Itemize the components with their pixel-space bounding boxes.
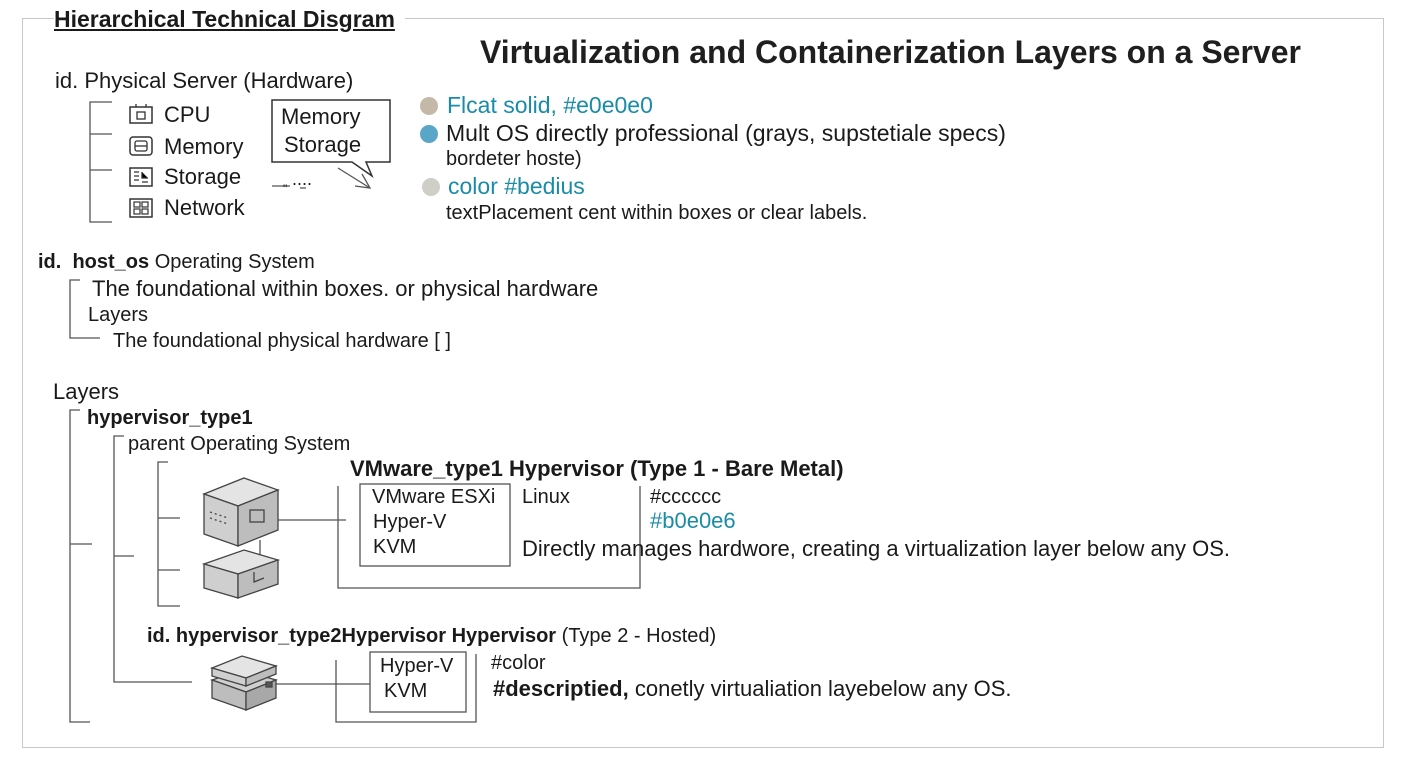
host-os-line1: The foundational within boxes. or physic… (92, 276, 599, 301)
type2-desc-bold: #descriptied, (493, 676, 629, 701)
component-cpu: CPU (164, 102, 211, 127)
host-os-line3: The foundational physical hardware [ ] (113, 330, 451, 352)
memory-icon (129, 136, 153, 156)
host-os-line2: Layers (88, 304, 149, 326)
server-stack-icon (201, 477, 281, 599)
layers-heading: Layers (53, 379, 120, 404)
cpu-icon (129, 104, 153, 124)
diagram-frame (22, 18, 1384, 748)
network-icon (129, 198, 153, 218)
frame-title: Hierarchical Technical Disgram (54, 8, 405, 31)
callout-storage: Storage (284, 132, 362, 157)
storage-icon (129, 167, 153, 187)
type1-guest-linux: Linux (522, 486, 570, 508)
type1-key: hypervisor_type1 (87, 407, 253, 429)
legend-item-flat: Flcat solid, #e0e0e0 (447, 92, 653, 118)
physical-server-heading: id. Physical Server (Hardware) (55, 68, 354, 93)
type1-description: Directly manages hardwore, creating a vi… (522, 536, 1230, 561)
host-os-id: id. (38, 251, 62, 273)
legend-item-color: color #bedius (448, 173, 585, 199)
type1-item-hyperv: Hyper-V (373, 511, 447, 533)
type2-title-rest: (Type 2 - Hosted) (561, 625, 717, 647)
host-os-heading: id. host_os Operating System (38, 252, 315, 272)
type1-color-gray: #cccccc (650, 486, 722, 508)
type2-title-id: id. (147, 625, 171, 647)
legend-item-os: Mult OS directly professional (grays, su… (446, 120, 1006, 146)
type2-item-kvm: KVM (384, 680, 428, 702)
type2-description: #descriptied, conetly virtualiation laye… (493, 678, 1012, 700)
host-os-rest: Operating System (154, 251, 315, 273)
hosted-server-icon (209, 655, 278, 711)
host-os-key: host_os (72, 251, 150, 273)
type1-parent: parent Operating System (128, 433, 351, 455)
component-memory: Memory (164, 134, 244, 159)
callout-memory: Memory (281, 104, 361, 129)
type1-item-esxi: VMware ESXi (372, 486, 496, 508)
legend-dot-flat (420, 97, 438, 115)
type1-item-kvm: KVM (373, 536, 417, 558)
type2-desc-rest: conetly virtualiation layebelow any OS. (634, 676, 1012, 701)
component-network: Network (164, 195, 245, 220)
type2-title: id. hypervisor_type2Hypervisor Hyperviso… (147, 626, 716, 646)
legend-placement-note: textPlacement cent within boxes or clear… (446, 202, 868, 224)
callout-tick: " (283, 182, 288, 196)
callout-dots: .... (292, 169, 313, 189)
type2-title-key: hypervisor_type2Hypervisor Hypervisor (175, 625, 557, 647)
type2-color-label: #color (491, 652, 546, 674)
legend-item-os-cont: bordeter hoste) (446, 148, 582, 170)
diagram-title: Virtualization and Containerization Laye… (480, 34, 1301, 70)
legend-dot-os (420, 125, 438, 143)
legend-dot-color (422, 178, 440, 196)
component-storage: Storage (164, 164, 242, 189)
type1-title: VMware_type1 Hypervisor (Type 1 - Bare M… (350, 456, 844, 481)
type1-color-teal: #b0e0e6 (650, 508, 736, 533)
type2-item-hyperv: Hyper-V (380, 655, 454, 677)
